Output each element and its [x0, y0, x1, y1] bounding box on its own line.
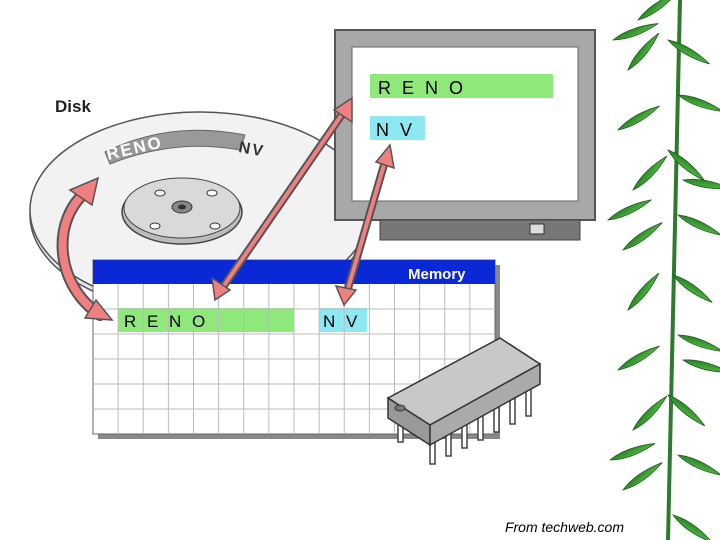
monitor-line2-text: N V — [376, 120, 415, 140]
bamboo-leaf — [677, 212, 720, 239]
disk-label: Disk — [55, 97, 91, 117]
bamboo-leaf — [677, 92, 720, 115]
bamboo-leaf — [666, 147, 707, 183]
bamboo-leaf — [666, 37, 711, 67]
memory-title: Memory — [408, 266, 466, 283]
bamboo-leaf — [636, 0, 679, 23]
bamboo-leaf — [682, 357, 720, 376]
bamboo-leaf — [631, 394, 670, 433]
monitor-line1-text: R E N O — [378, 78, 466, 98]
bamboo-leaf — [616, 343, 661, 373]
source-credit: From techweb.com — [505, 519, 624, 535]
bamboo-leaf — [609, 440, 656, 463]
bamboo-leaf — [616, 103, 661, 133]
bamboo-leaf — [671, 272, 714, 305]
bamboo-leaf — [607, 197, 653, 224]
bamboo-leaf — [625, 271, 661, 312]
bamboo-stem — [668, 0, 680, 540]
bamboo-leaf — [621, 460, 664, 493]
bamboo-leaf — [621, 220, 664, 253]
memory-row-text-nv: N V — [323, 312, 360, 331]
bamboo-leaf — [677, 452, 720, 479]
bamboo-leaf — [677, 332, 720, 355]
bamboo-leaf — [631, 154, 670, 193]
memory-row-text-reno: R E N O — [124, 312, 208, 331]
bamboo-leaf — [671, 512, 714, 540]
bamboo-leaves-decoration — [607, 0, 720, 540]
